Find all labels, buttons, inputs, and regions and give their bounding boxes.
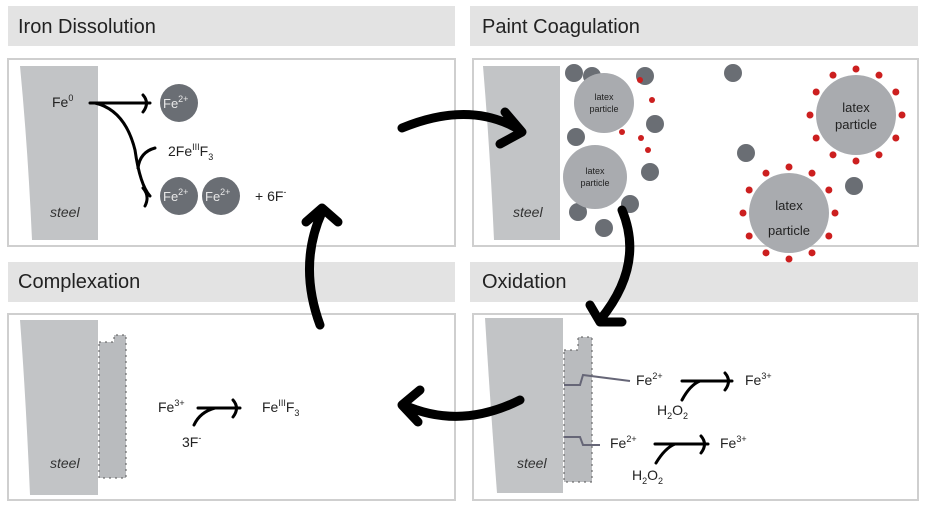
negative-charge [812, 88, 820, 96]
negative-charge [892, 88, 900, 96]
reaction-arrow [192, 398, 242, 427]
fe2-label: Fe2+ [636, 371, 663, 388]
svg-text:Fe2+: Fe2+ [163, 187, 188, 204]
negative-charge [638, 135, 644, 141]
fe2-ion [646, 115, 664, 133]
paint-coagulation-header [470, 6, 918, 46]
iron-dissolution-header [8, 6, 455, 46]
latex-particle: latex particle [816, 75, 896, 155]
fluoride-product: + 6F- [255, 187, 286, 204]
latex-particle: latex particle [563, 145, 627, 209]
negative-charge [829, 151, 837, 159]
complexation-title: Complexation [18, 271, 140, 293]
h2o2-label: H2O2 [632, 467, 663, 486]
reagent-arrow [136, 146, 157, 170]
negative-charge [808, 249, 816, 257]
complexation-header [8, 262, 455, 302]
negative-charge [898, 111, 906, 119]
latex-particle: latex particle [749, 173, 829, 253]
fe2-ion: Fe2+ [160, 84, 198, 122]
negative-charge [892, 134, 900, 142]
negative-charge [875, 71, 883, 79]
negative-charge [762, 169, 770, 177]
negative-charge [806, 111, 814, 119]
cycle-arrow-to-complexation [397, 385, 525, 427]
fe3-label: Fe3+ [720, 434, 747, 451]
svg-text:particle: particle [768, 223, 810, 238]
paint-coagulation-title: Paint Coagulation [482, 16, 640, 38]
release-line [564, 373, 631, 386]
fe2-ion [595, 219, 613, 237]
oxidation-title: Oxidation [482, 271, 567, 293]
fe2-ion [569, 203, 587, 221]
release-line [564, 436, 600, 446]
svg-text:Fe2+: Fe2+ [163, 94, 188, 111]
fe2-ion: Fe2+ [160, 177, 198, 215]
reaction-arrow [93, 101, 152, 208]
negative-charge [825, 186, 833, 194]
h2o2-label: H2O2 [657, 402, 688, 421]
fe2-ion [724, 64, 742, 82]
negative-charge [785, 255, 793, 263]
fe0-label: Fe0 [52, 93, 73, 110]
svg-text:particle: particle [835, 117, 877, 132]
fe3-label: Fe3+ [158, 398, 185, 415]
negative-charge [645, 147, 651, 153]
svg-text:latex: latex [594, 92, 614, 102]
steel-block [485, 318, 563, 493]
negative-charge [649, 97, 655, 103]
oxidation-header [470, 262, 918, 302]
latex-particle: latex particle [574, 73, 634, 133]
steel-label: steel [513, 204, 543, 220]
negative-charge [637, 77, 643, 83]
svg-text:latex: latex [842, 100, 870, 115]
steel-label: steel [50, 204, 80, 220]
negative-charge [875, 151, 883, 159]
cycle-arrow-to-oxidation [585, 205, 635, 327]
svg-text:Fe2+: Fe2+ [205, 187, 230, 204]
reagent-2fef3: 2FeIIIF3 [168, 142, 213, 162]
negative-charge [852, 157, 860, 165]
iron-dissolution-title: Iron Dissolution [18, 16, 156, 38]
negative-charge [745, 186, 753, 194]
steel-label: steel [517, 455, 547, 471]
steel-block [20, 320, 98, 495]
negative-charge [762, 249, 770, 257]
3f-label: 3F- [182, 433, 201, 450]
cycle-arrow-to-coagulation [397, 107, 527, 149]
svg-text:particle: particle [580, 178, 609, 188]
fe3-label: Fe3+ [745, 371, 772, 388]
complex-layer [98, 334, 127, 479]
svg-text:latex: latex [585, 166, 605, 176]
cycle-arrow-to-dissolution [301, 203, 343, 330]
svg-text:latex: latex [775, 198, 803, 213]
negative-charge [808, 169, 816, 177]
negative-charge [739, 209, 747, 217]
fe2-ion [845, 177, 863, 195]
fe2-ion: Fe2+ [202, 177, 240, 215]
negative-charge [619, 129, 625, 135]
fe-iii-f3-label: FeIIIF3 [262, 398, 299, 418]
negative-charge [831, 209, 839, 217]
surface-charges [619, 65, 906, 263]
negative-charge [852, 65, 860, 73]
fe2-ion [565, 64, 583, 82]
negative-charge [745, 232, 753, 240]
negative-charge [829, 71, 837, 79]
negative-charge [825, 232, 833, 240]
reaction-arrow [680, 371, 734, 402]
fe2-label: Fe2+ [610, 434, 637, 451]
fe2-ion [641, 163, 659, 181]
negative-charge [812, 134, 820, 142]
fe2-ion [737, 144, 755, 162]
negative-charge [785, 163, 793, 171]
fe2-ion [567, 128, 585, 146]
steel-label: steel [50, 455, 80, 471]
steel-block [20, 66, 98, 240]
svg-text:particle: particle [589, 104, 618, 114]
oxide-layer [563, 336, 593, 483]
reaction-arrow [653, 434, 710, 465]
